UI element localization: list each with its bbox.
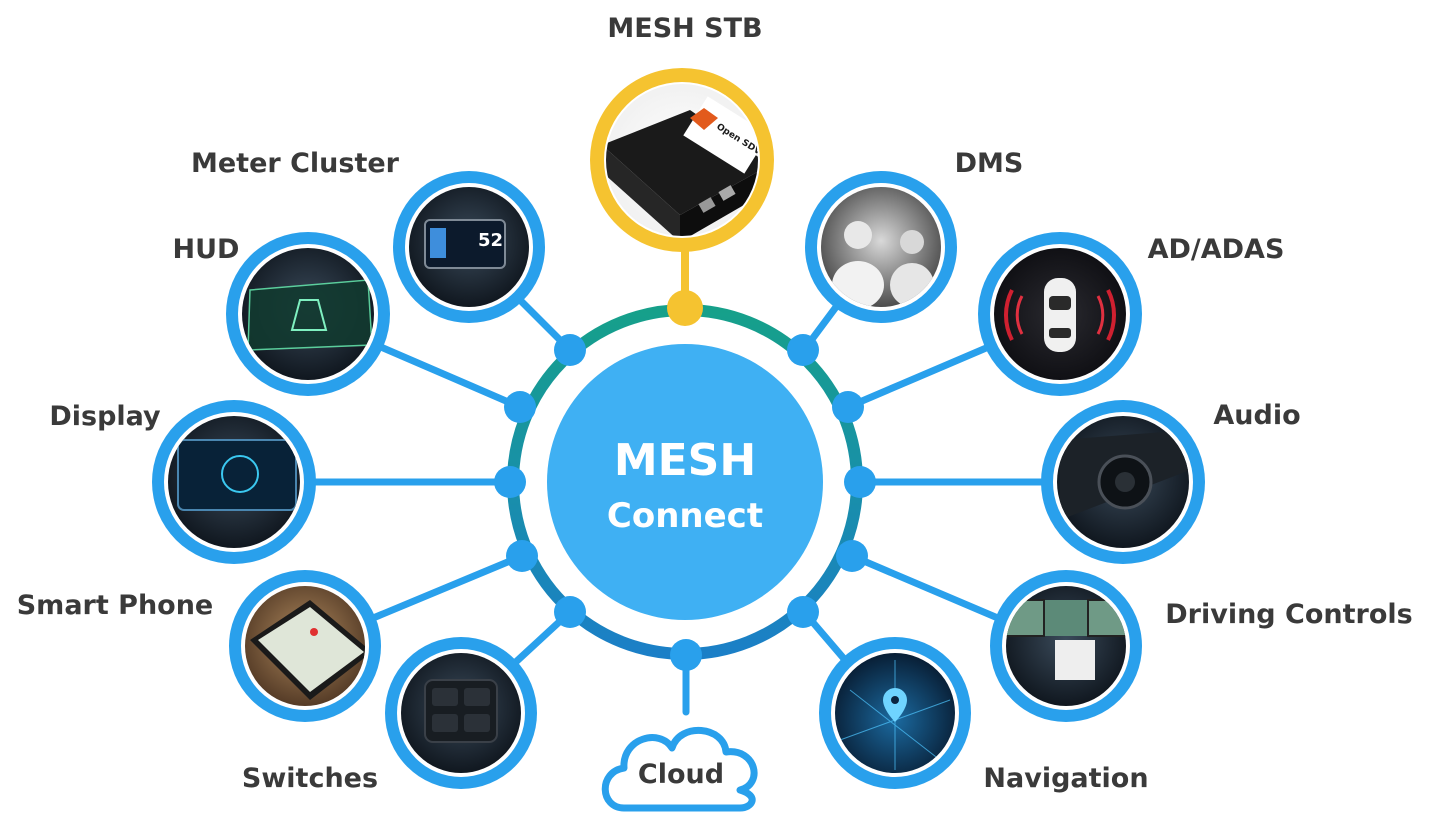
junction-dot bbox=[670, 639, 702, 671]
label-display: Display bbox=[49, 401, 161, 432]
dms-occupant-image bbox=[844, 221, 872, 249]
junction-dot bbox=[554, 334, 586, 366]
label-hud: HUD bbox=[173, 234, 240, 265]
adas-car-image bbox=[1044, 278, 1076, 352]
junction-dot bbox=[554, 596, 586, 628]
junction-dot bbox=[787, 596, 819, 628]
center-circle bbox=[547, 344, 823, 620]
junction-dot bbox=[494, 466, 526, 498]
label-navigation: Navigation bbox=[983, 763, 1148, 794]
junction-dot bbox=[787, 334, 819, 366]
junction-dot bbox=[836, 540, 868, 572]
label-cloud: Cloud bbox=[638, 759, 724, 790]
node-switches bbox=[385, 637, 537, 789]
osdv-logo bbox=[690, 108, 718, 130]
label-driving-controls: Driving Controls bbox=[1165, 599, 1412, 630]
node-smart-phone bbox=[229, 570, 381, 722]
hud-projection-image bbox=[247, 279, 373, 351]
label-smart-phone: Smart Phone bbox=[17, 590, 214, 621]
label-ad-adas: AD/ADAS bbox=[1148, 234, 1285, 265]
junction-dot bbox=[506, 540, 538, 572]
cloud-icon bbox=[601, 727, 758, 812]
node-hud bbox=[226, 232, 390, 396]
display-screen-image bbox=[177, 439, 297, 511]
ring-junctions bbox=[494, 334, 876, 671]
node-audio bbox=[1041, 400, 1205, 564]
node-navigation bbox=[819, 637, 971, 789]
label-dms: DMS bbox=[955, 148, 1024, 179]
center-subtitle: Connect bbox=[607, 496, 763, 536]
label-switches: Switches bbox=[242, 763, 378, 794]
node-ad-adas bbox=[978, 232, 1142, 396]
label-audio: Audio bbox=[1213, 400, 1300, 431]
junction-dot bbox=[844, 466, 876, 498]
center-title: MESH bbox=[614, 435, 756, 486]
node-meter-cluster: 52 bbox=[393, 171, 545, 323]
label-mesh-stb: MESH STB bbox=[607, 13, 762, 44]
node-display bbox=[152, 400, 316, 564]
svg-text:52: 52 bbox=[478, 230, 503, 251]
node-dms bbox=[805, 171, 957, 323]
label-meter-cluster: Meter Cluster bbox=[191, 148, 400, 179]
junction-dot-stb bbox=[667, 290, 703, 326]
nav-pin-image bbox=[883, 688, 907, 722]
junction-dot bbox=[504, 391, 536, 423]
junction-dot bbox=[832, 391, 864, 423]
node-driving-controls bbox=[990, 570, 1142, 722]
node-mesh-stb: Open SDV Initiative bbox=[590, 68, 774, 252]
